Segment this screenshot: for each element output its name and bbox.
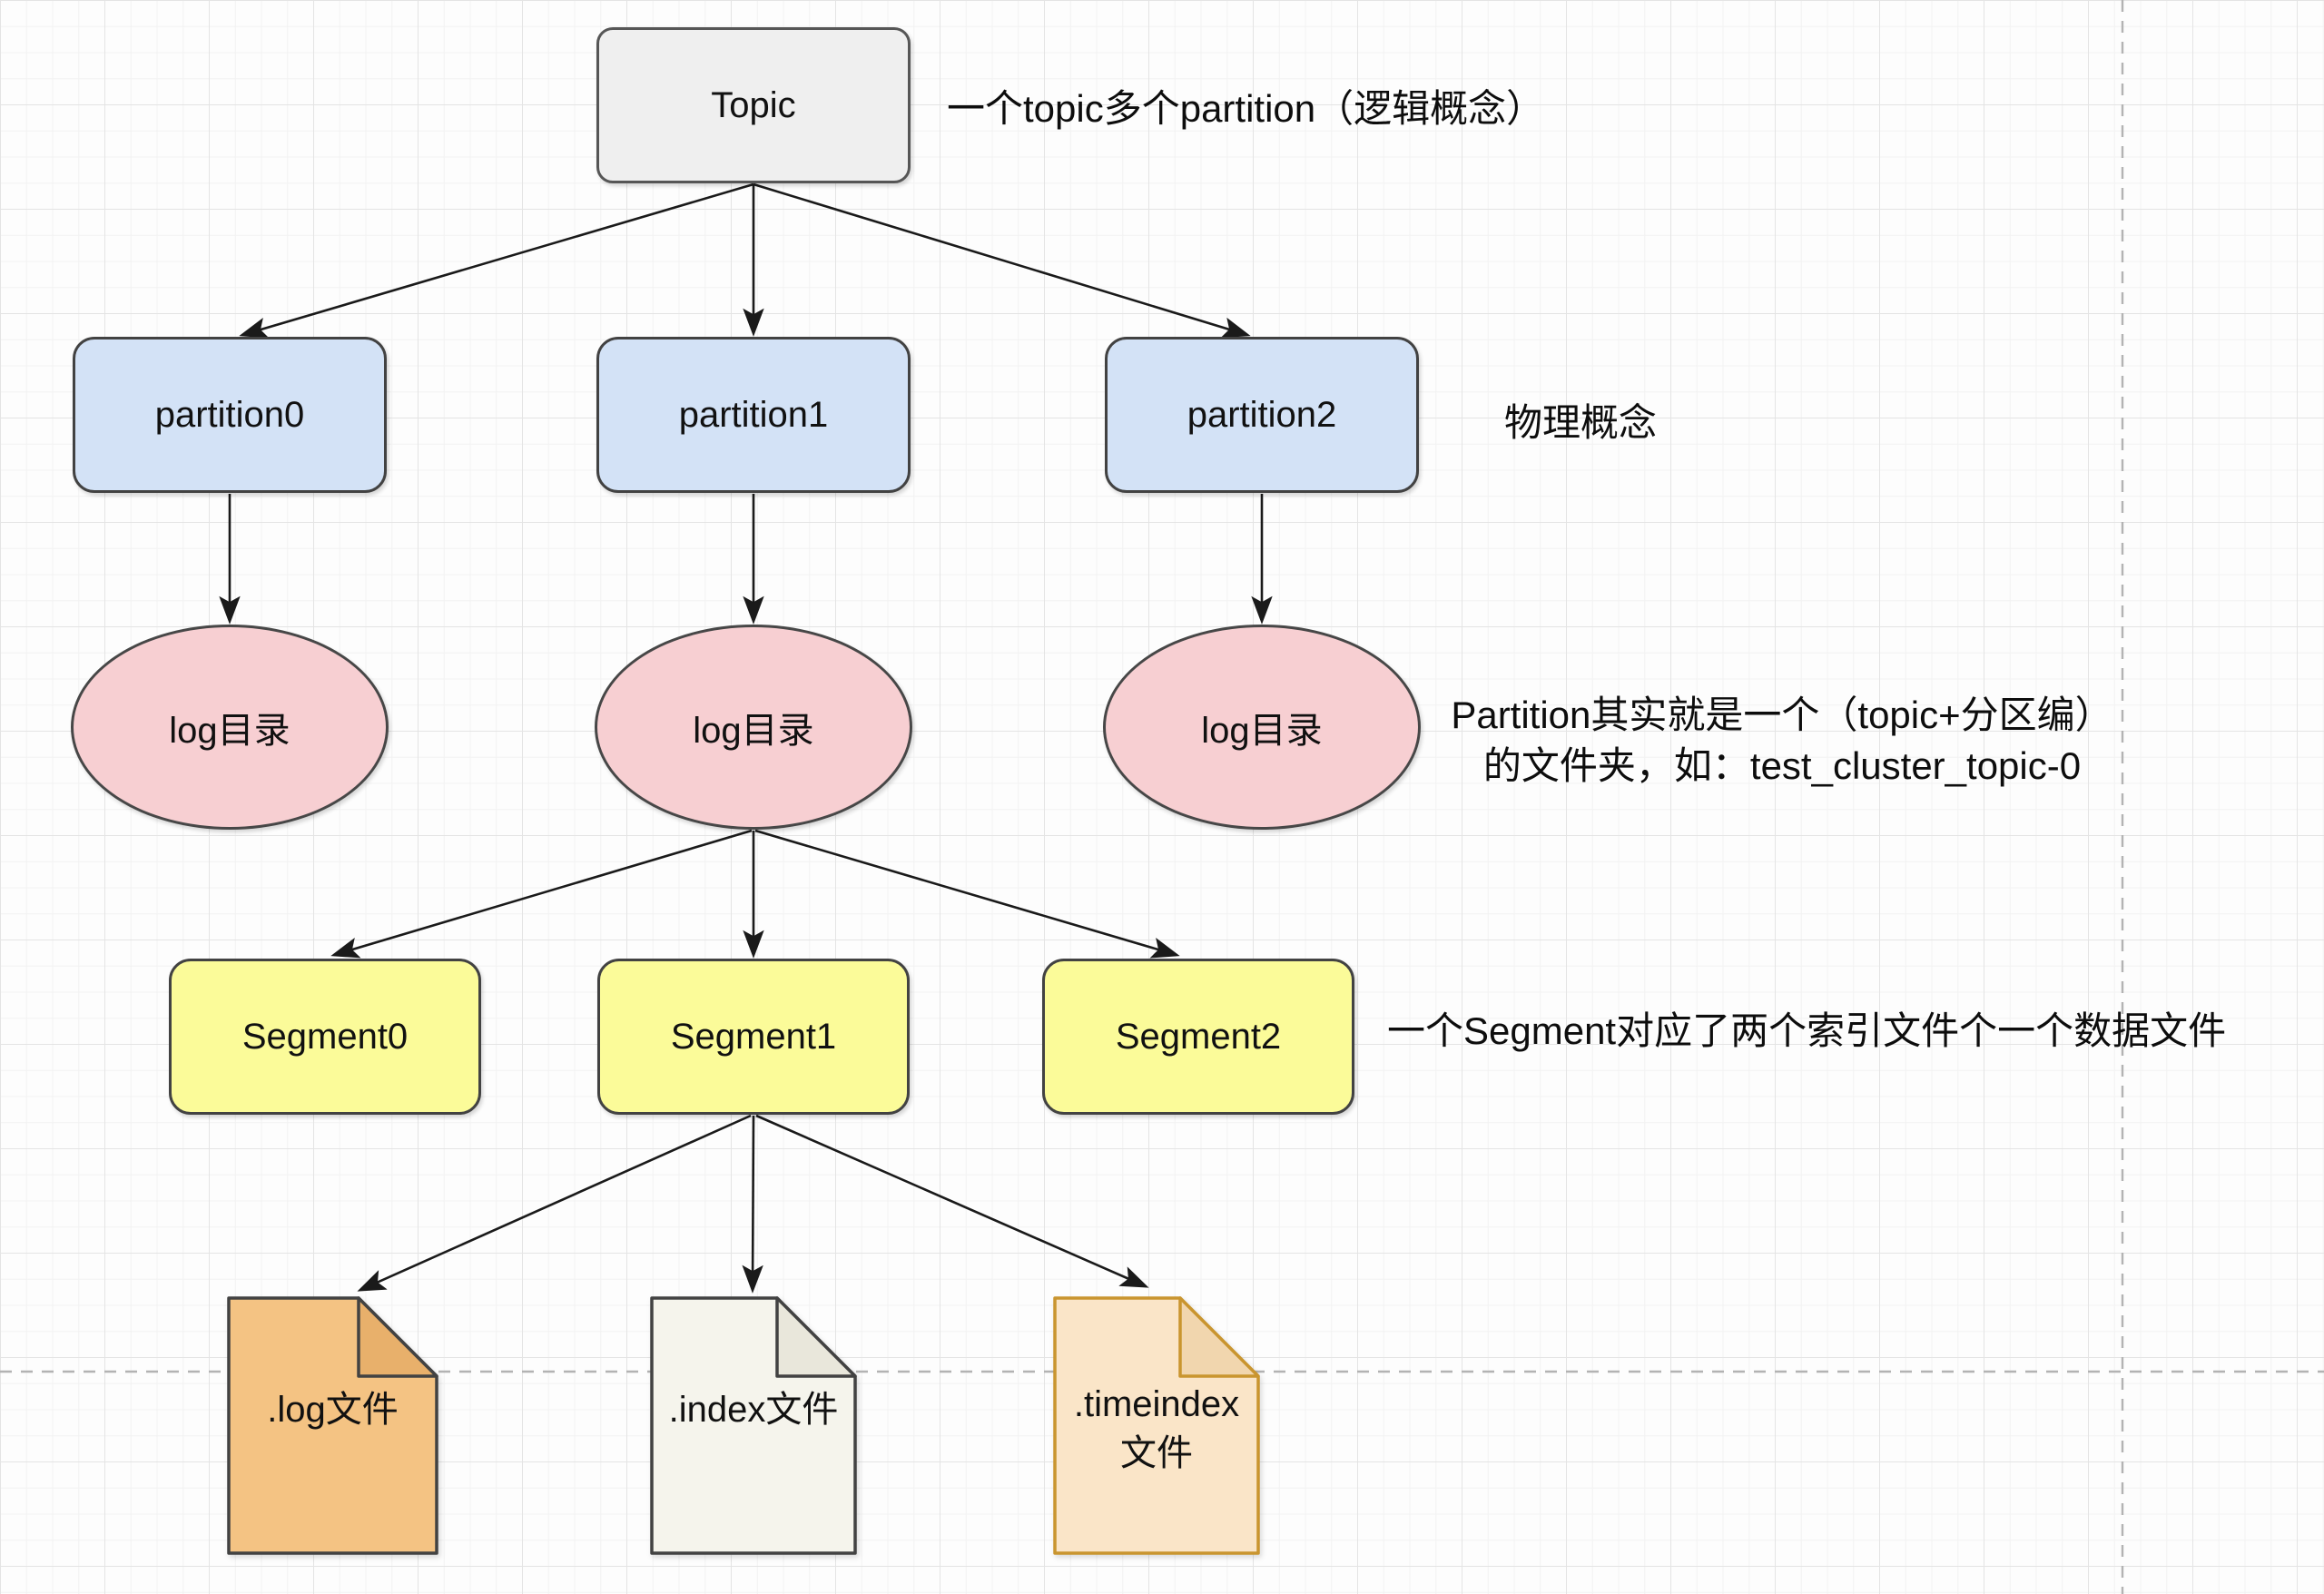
node-logdir0: log目录 (71, 625, 389, 830)
node-partition1: partition1 (596, 337, 911, 493)
node-index-file: .index文件 (650, 1296, 857, 1555)
topic-label: Topic (711, 84, 796, 125)
folded-corner-icon (1178, 1296, 1260, 1378)
annotation-physical-note: 物理概念 (1504, 401, 1658, 444)
arrow-topic-partition0 (239, 182, 754, 339)
document-icon (1053, 1296, 1260, 1555)
partition1-label: partition1 (678, 394, 829, 435)
node-logdir1: log目录 (595, 625, 912, 830)
logdir2-label: log目录 (1201, 711, 1323, 751)
folded-corner-icon (357, 1296, 438, 1378)
partition0-label: partition0 (154, 394, 305, 435)
node-log-file: .log文件 (227, 1296, 438, 1555)
annotation-segment-note: 一个Segment对应了两个索引文件个一个数据文件 (1387, 1009, 2227, 1052)
node-segment0: Segment0 (169, 959, 481, 1115)
node-partition2: partition2 (1105, 337, 1419, 493)
node-segment2: Segment2 (1042, 959, 1354, 1115)
node-segment1: Segment1 (597, 959, 910, 1115)
node-topic: Topic (596, 27, 911, 183)
arrow-logdir1-segment0 (330, 829, 753, 959)
annotation-partition-note: Partition其实就是一个（topic+分区编） 的文件夹，如：test_c… (1419, 690, 2145, 792)
folded-corner-icon (775, 1296, 857, 1378)
logdir0-label: log目录 (169, 711, 290, 751)
log-file-label: .log文件 (267, 1390, 399, 1430)
index-file-label: .index文件 (668, 1390, 839, 1430)
arrow-logdir1-segment2 (754, 829, 1180, 959)
annotation-partition-note-line1: Partition其实就是一个（topic+分区编） (1451, 694, 2113, 736)
document-icon (650, 1296, 857, 1555)
logdir1-label: log目录 (693, 711, 814, 751)
node-partition0: partition0 (73, 337, 387, 493)
timeindex-file-label: .timeindex 文件 (1073, 1384, 1240, 1473)
node-timeindex-file: .timeindex 文件 (1053, 1296, 1260, 1555)
segment2-label: Segment2 (1115, 1016, 1282, 1057)
document-icon (227, 1296, 438, 1555)
segment0-label: Segment0 (241, 1016, 409, 1057)
arrow-segment1-timeindex-file (755, 1114, 1149, 1288)
annotation-topic-note: 一个topic多个partition（逻辑概念） (947, 87, 1545, 130)
arrow-topic-partition2 (753, 182, 1251, 339)
segment1-label: Segment1 (670, 1016, 837, 1057)
arrow-segment1-log-file (357, 1114, 752, 1292)
partition2-label: partition2 (1187, 394, 1337, 435)
node-logdir2: log目录 (1103, 625, 1421, 830)
annotation-partition-note-line2: 的文件夹，如：test_cluster_topic-0 (1482, 744, 2082, 787)
